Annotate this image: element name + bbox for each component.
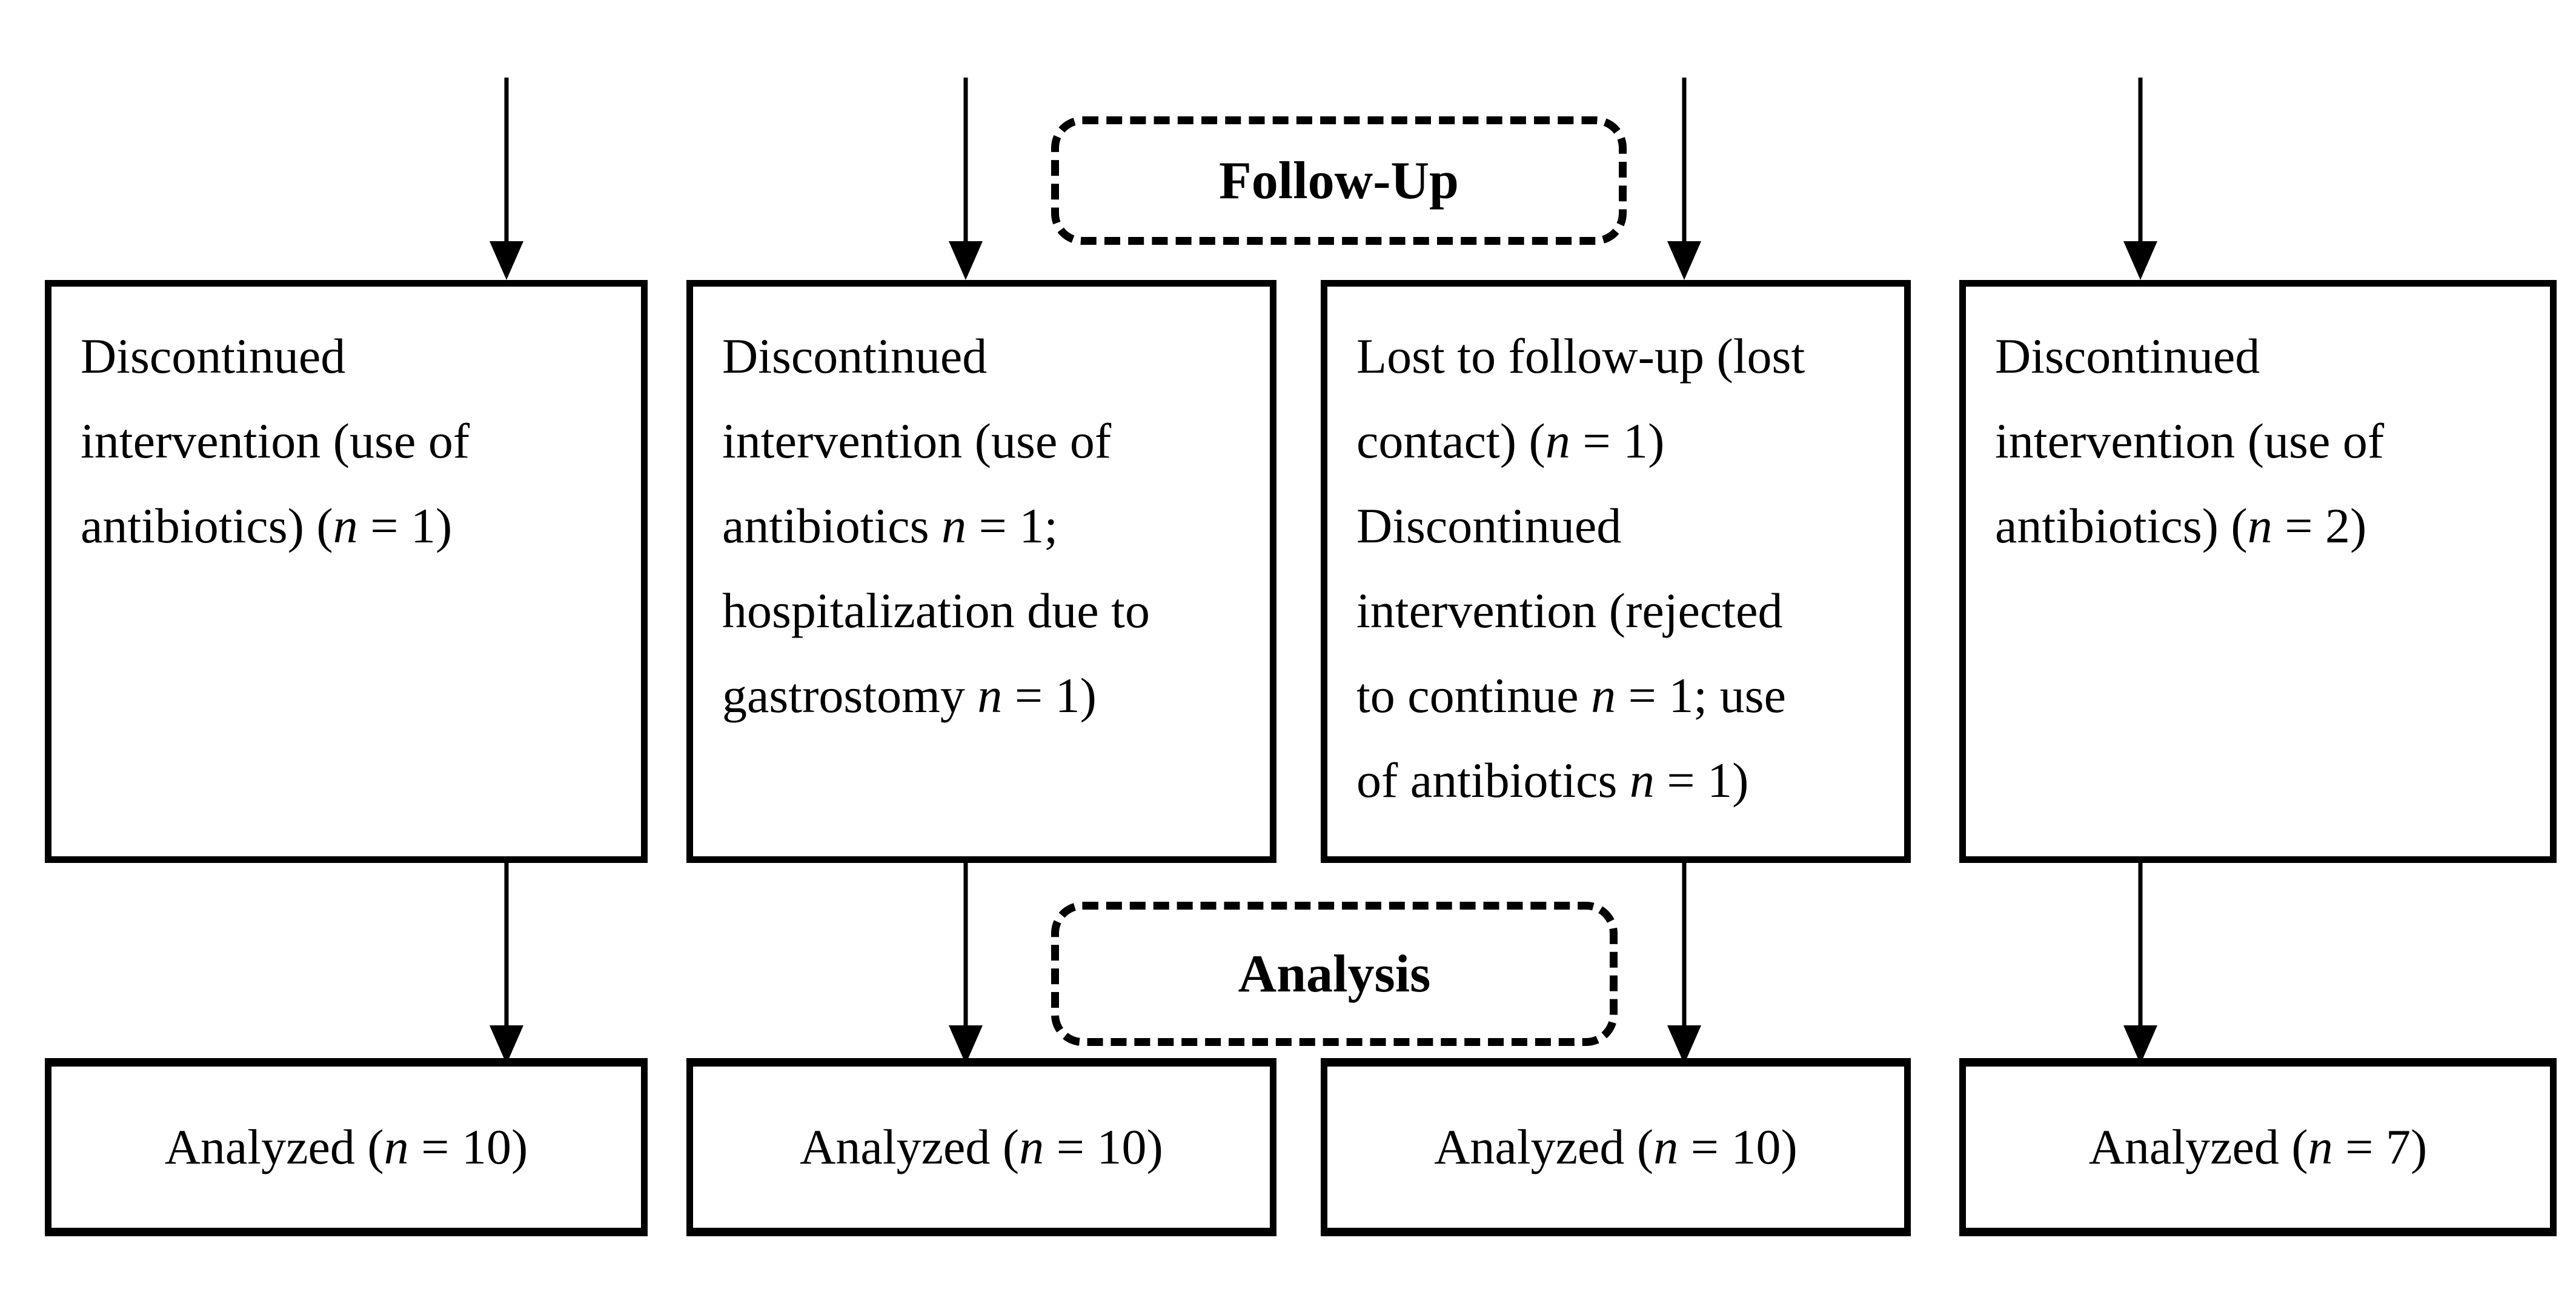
analyzed-text: Analyzed (n = 7) xyxy=(2088,1119,2428,1174)
arrow-head xyxy=(949,1025,983,1064)
arrow-shaft xyxy=(504,863,509,1030)
analyzed-box-group3: Analyzed (n = 10) xyxy=(1321,1058,1911,1236)
arrow-down-icon xyxy=(1667,863,1701,1064)
arrow-head xyxy=(949,241,983,280)
arrow-shaft xyxy=(963,863,968,1030)
text-line: intervention (rejected xyxy=(1356,583,1783,638)
arrow-head xyxy=(2123,1025,2157,1064)
arrow-shaft xyxy=(504,78,509,246)
text-line: Discontinued xyxy=(1356,498,1622,553)
text-line: of antibiotics n = 1) xyxy=(1356,753,1749,808)
stage-label-analysis-text: Analysis xyxy=(1238,944,1431,1004)
arrow-down-icon xyxy=(2123,78,2157,280)
text-line: intervention (use of xyxy=(81,413,470,468)
text-line: to continue n = 1; use xyxy=(1356,668,1786,723)
arrow-head xyxy=(490,1025,523,1064)
followup-box-group3: Lost to follow-up (lost contact) (n = 1) D… xyxy=(1321,280,1911,863)
text-line: hospitalization due to xyxy=(722,583,1150,638)
analyzed-text: Analyzed (n = 10) xyxy=(1434,1119,1798,1174)
followup-box-group2: Discontinued intervention (use of antibiot… xyxy=(686,280,1276,863)
analyzed-text: Analyzed (n = 10) xyxy=(800,1119,1163,1174)
text-line: antibiotics) (n = 2) xyxy=(1995,498,2367,553)
stage-label-followup: Follow-Up xyxy=(1051,116,1627,245)
text-line: contact) (n = 1) xyxy=(1356,413,1665,468)
arrow-down-icon xyxy=(949,78,983,280)
arrow-down-icon xyxy=(490,78,523,280)
arrow-head xyxy=(1667,1025,1701,1064)
arrow-shaft xyxy=(1682,78,1687,246)
text-line: Lost to follow-up (lost xyxy=(1356,328,1805,384)
stage-label-analysis: Analysis xyxy=(1051,902,1618,1046)
followup-box-group4: Discontinued intervention (use of antibiot… xyxy=(1959,280,2557,863)
arrow-shaft xyxy=(2138,78,2143,246)
arrow-down-icon xyxy=(1667,78,1701,280)
followup-box-group1: Discontinued intervention (use of antibiot… xyxy=(45,280,648,863)
arrow-head xyxy=(2123,241,2157,280)
arrow-shaft xyxy=(1682,863,1687,1030)
analyzed-box-group1: Analyzed (n = 10) xyxy=(45,1058,648,1236)
text-line: intervention (use of xyxy=(722,413,1112,468)
arrow-shaft xyxy=(2138,863,2143,1030)
analyzed-box-group2: Analyzed (n = 10) xyxy=(686,1058,1276,1236)
analyzed-text: Analyzed (n = 10) xyxy=(164,1119,528,1174)
text-line: intervention (use of xyxy=(1995,413,2385,468)
text-line: antibiotics) (n = 1) xyxy=(81,498,453,553)
arrow-head xyxy=(1667,241,1701,280)
text-line: gastrostomy n = 1) xyxy=(722,668,1097,723)
text-line: antibiotics n = 1; xyxy=(722,498,1058,553)
arrow-down-icon xyxy=(490,863,523,1064)
arrow-head xyxy=(490,241,523,280)
text-line: Discontinued xyxy=(722,328,988,384)
arrow-down-icon xyxy=(2123,863,2157,1064)
arrow-shaft xyxy=(963,78,968,246)
analyzed-box-group4: Analyzed (n = 7) xyxy=(1959,1058,2557,1236)
arrow-down-icon xyxy=(949,863,983,1064)
text-line: Discontinued xyxy=(81,328,346,384)
text-line: Discontinued xyxy=(1995,328,2260,384)
stage-label-followup-text: Follow-Up xyxy=(1219,151,1459,210)
